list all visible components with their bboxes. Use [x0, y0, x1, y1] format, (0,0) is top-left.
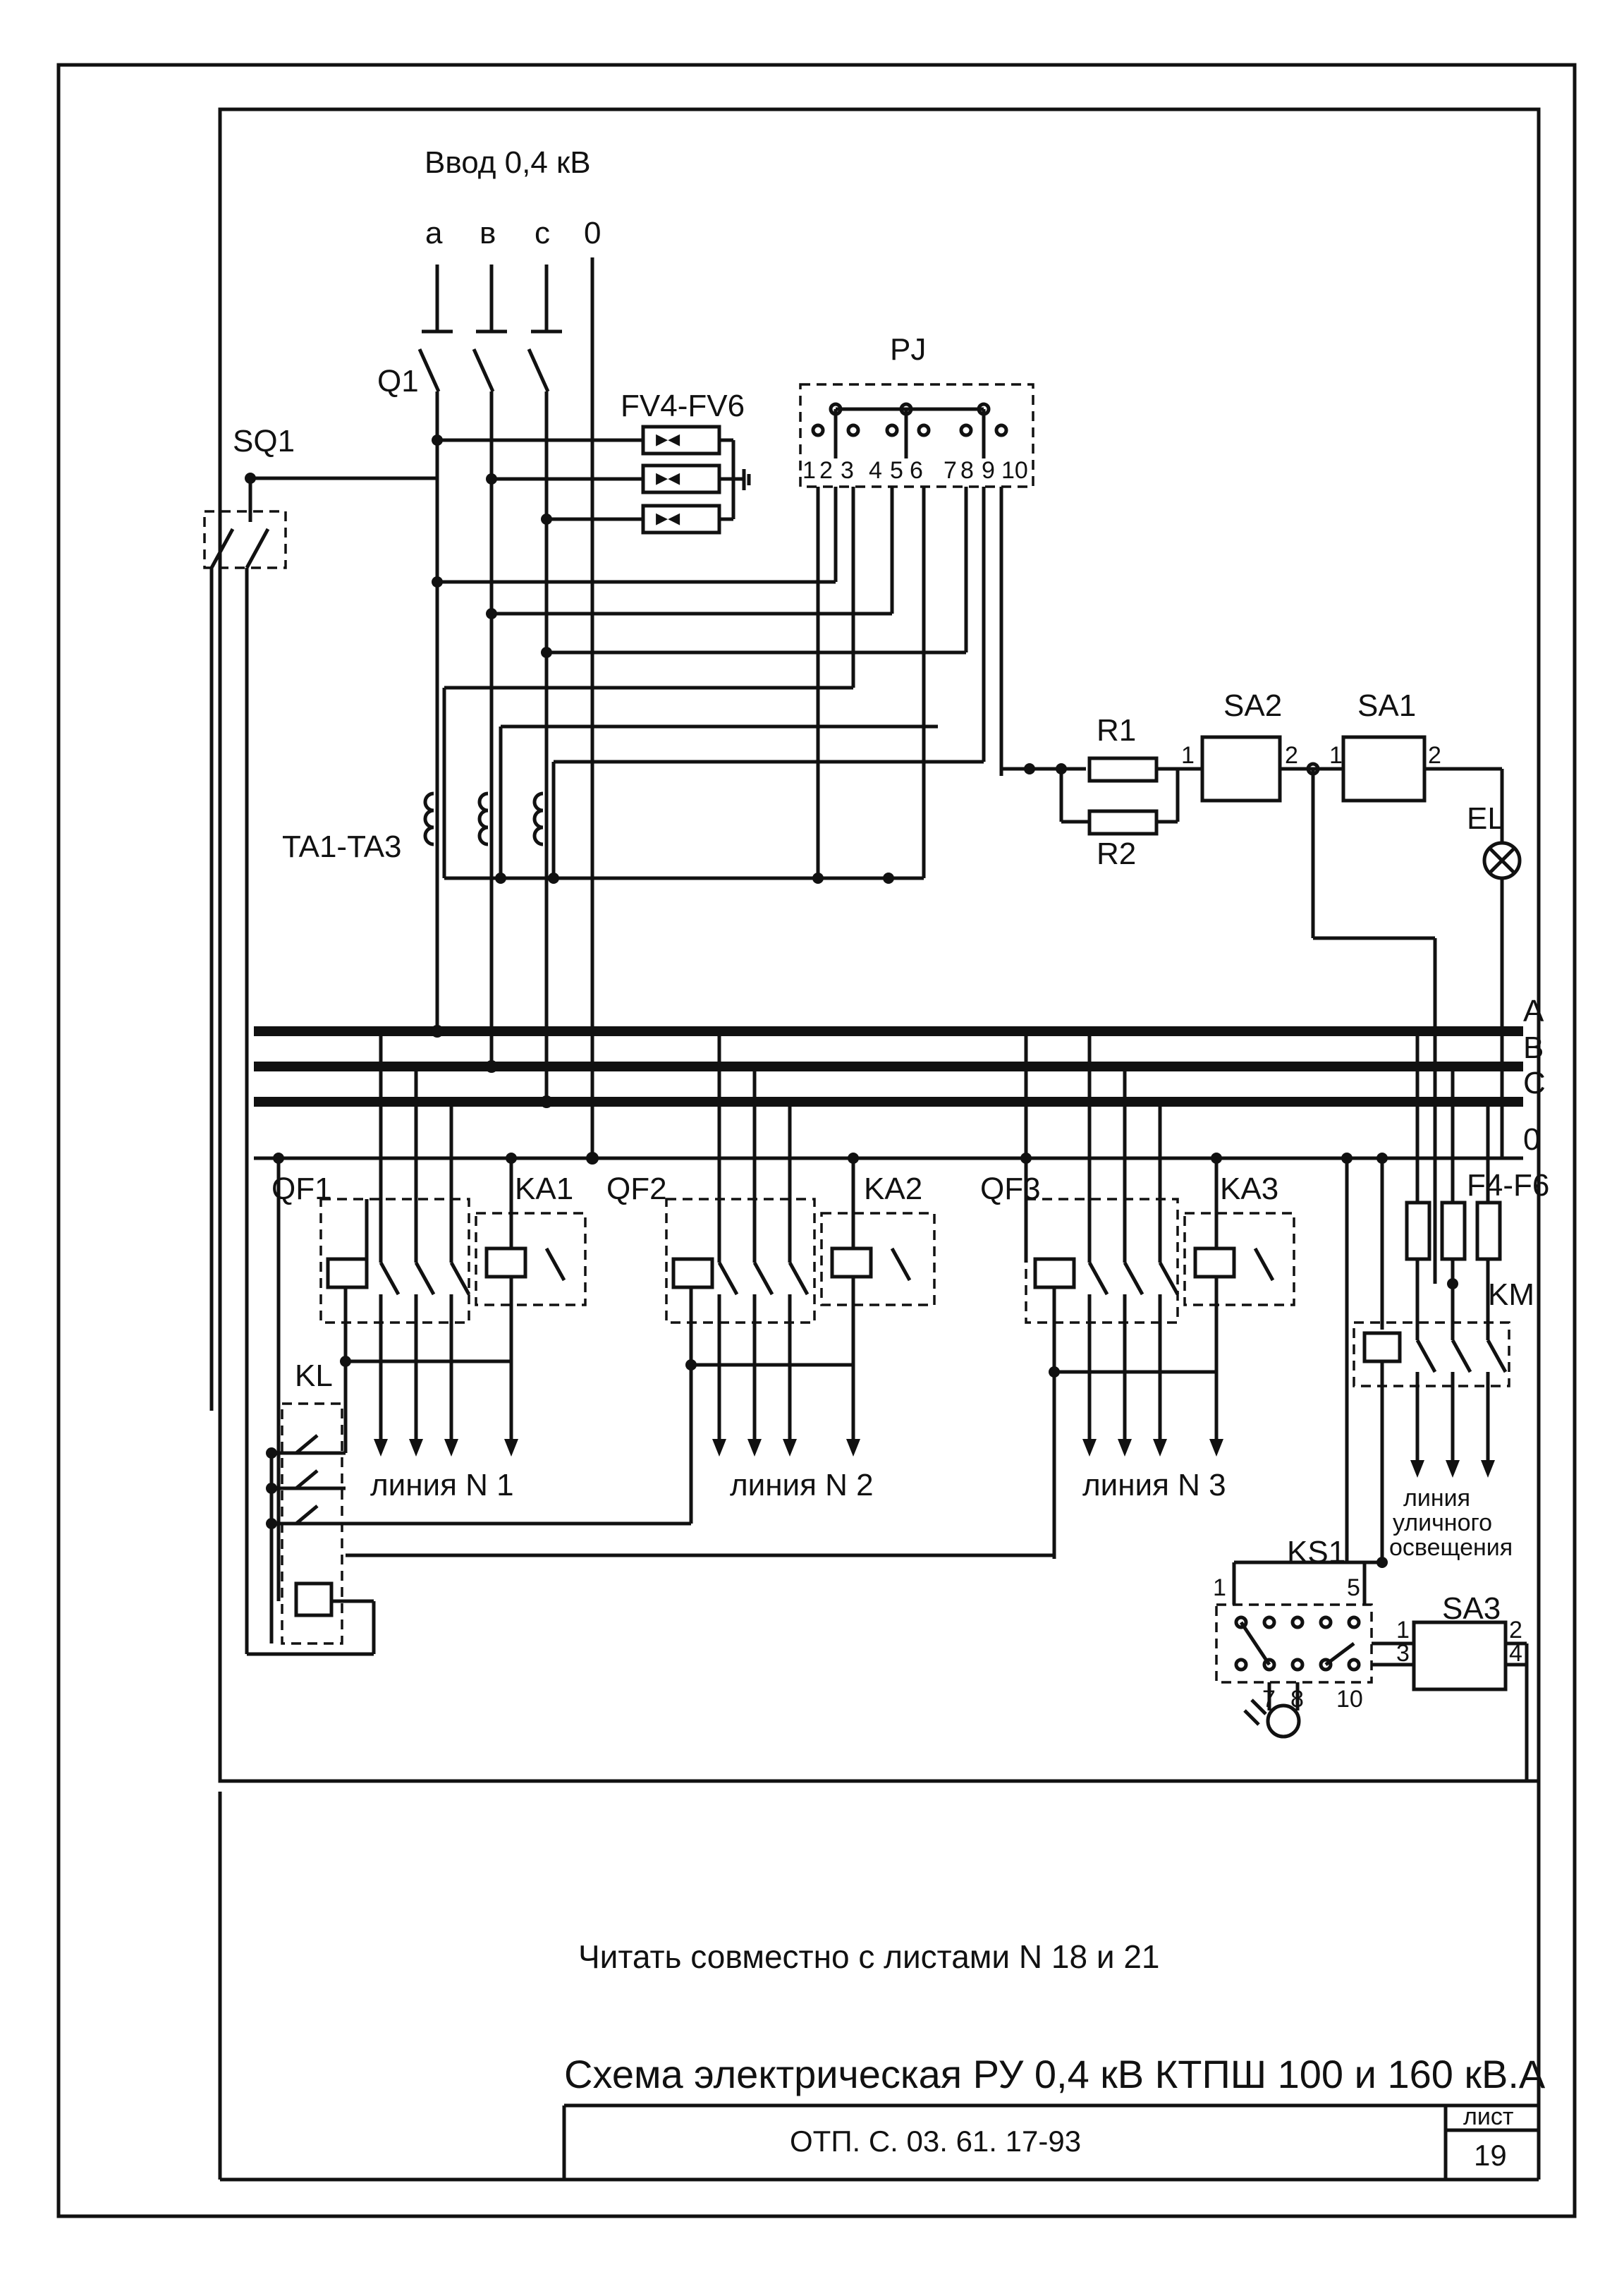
svg-text:▸◂: ▸◂ [656, 464, 680, 491]
drawing-title: Схема электрическая РУ 0,4 кВ КТПШ 100 и… [564, 2052, 1546, 2096]
feeder-2 [665, 1031, 936, 1524]
svg-text:1: 1 [1213, 1574, 1226, 1601]
current-transformers-ta [423, 686, 984, 880]
sa3-label: SA3 [1442, 1591, 1501, 1626]
input-label: Ввод 0,4 кВ [425, 145, 591, 180]
relay-kl [247, 1361, 1054, 1656]
svg-text:7: 7 [944, 457, 957, 484]
sa2-box [1200, 735, 1282, 803]
svg-text:1: 1 [1329, 742, 1343, 769]
input-conductors [422, 257, 594, 1164]
svg-text:2: 2 [1285, 742, 1298, 769]
ka1-label: KA1 [515, 1172, 573, 1206]
sq1-label: SQ1 [233, 424, 295, 458]
line-2-label: линия N 2 [730, 1468, 874, 1502]
bus-label-b: B [1523, 1031, 1544, 1065]
svg-text:▸◂: ▸◂ [656, 504, 680, 531]
bus-label-0: 0 [1523, 1122, 1540, 1157]
lighting-circuit: 1 2 1 2 [1001, 735, 1522, 1284]
ka2-label: KA2 [864, 1172, 922, 1206]
photo-relay-ks1: 1 5 7 8 10 [1213, 1557, 1414, 1739]
r1-resistor [1087, 756, 1159, 783]
phase-label-a: а [425, 216, 443, 250]
ka3-label: KA3 [1220, 1172, 1278, 1206]
line-3-label: линия N 3 [1082, 1468, 1226, 1502]
svg-text:4: 4 [869, 457, 882, 484]
sa1-label: SA1 [1357, 688, 1416, 723]
svg-text:4: 4 [1509, 1640, 1522, 1667]
svg-text:9: 9 [982, 457, 995, 484]
svg-text:3: 3 [1396, 1640, 1410, 1667]
read-together-note: Читать совместно с листами N 18 и 21 [578, 1938, 1160, 1975]
svg-text:2: 2 [1428, 742, 1441, 769]
street-lighting-label-2: уличного [1393, 1509, 1492, 1536]
svg-text:8: 8 [960, 457, 974, 484]
q1-switch [417, 348, 550, 1104]
line-1-label: линия N 1 [370, 1468, 514, 1502]
r1-label: R1 [1097, 713, 1136, 748]
f-label: F4-F6 [1467, 1168, 1549, 1203]
svg-text:3: 3 [841, 457, 854, 484]
street-lighting-contactor [1341, 1031, 1510, 1562]
sq1-switch [203, 473, 437, 1654]
qf1-label: QF1 [271, 1172, 332, 1206]
inner-frame [218, 107, 1541, 1783]
pj-label: PJ [890, 332, 926, 367]
svg-text:10: 10 [1001, 457, 1028, 484]
svg-text:10: 10 [1336, 1686, 1363, 1713]
sheet-label: лист [1463, 2103, 1513, 2130]
phase-label-c: с [535, 216, 550, 250]
bus-label-c: C [1523, 1066, 1546, 1100]
bus-label-a: A [1523, 994, 1544, 1028]
feeder-3 [1020, 1031, 1295, 1559]
phase-label-0: 0 [584, 216, 601, 250]
r2-label: R2 [1097, 837, 1136, 871]
qf3-label: QF3 [980, 1172, 1041, 1206]
surge-arresters-fv: ▸◂ ▸◂ ▸◂ [437, 425, 751, 535]
sheet-number: 19 [1474, 2139, 1507, 2172]
svg-text:1: 1 [1396, 1617, 1410, 1643]
ta-label: TA1-TA3 [282, 830, 402, 864]
qf2-label: QF2 [606, 1172, 667, 1206]
svg-text:2: 2 [1509, 1617, 1522, 1643]
r2-resistor [1087, 809, 1159, 836]
photo-sensor [1266, 1703, 1301, 1739]
q1-label: Q1 [377, 364, 419, 399]
title-block [562, 2103, 1539, 2180]
phase-label-b: в [480, 216, 496, 250]
ks1-label: KS1 [1287, 1535, 1345, 1569]
svg-text:6: 6 [910, 457, 923, 484]
fv-label: FV4-FV6 [621, 389, 745, 423]
sa1-box [1341, 735, 1427, 803]
kl-label: KL [295, 1359, 333, 1393]
svg-text:5: 5 [890, 457, 903, 484]
km-label: KM [1488, 1277, 1534, 1312]
svg-text:▸◂: ▸◂ [656, 425, 680, 452]
sa2-label: SA2 [1223, 688, 1282, 723]
document-code: ОТП. С. 03. 61. 17-93 [790, 2125, 1081, 2158]
feeder-1 [273, 1031, 587, 1601]
svg-text:1: 1 [802, 457, 816, 484]
outer-frame [56, 63, 1577, 2218]
street-lighting-label-3: освещения [1389, 1534, 1513, 1561]
street-lighting-label-1: линия [1403, 1485, 1470, 1512]
el-label: EL [1467, 801, 1505, 836]
sa3-switch: 1 3 2 4 [1396, 1617, 1529, 1781]
busbars [254, 1025, 1523, 1165]
pj-switch: 1 2 3 4 5 6 7 8 9 10 [799, 383, 1034, 488]
svg-text:5: 5 [1347, 1574, 1360, 1601]
svg-text:1: 1 [1181, 742, 1195, 769]
pj-wiring [437, 487, 1003, 878]
svg-text:2: 2 [819, 457, 833, 484]
